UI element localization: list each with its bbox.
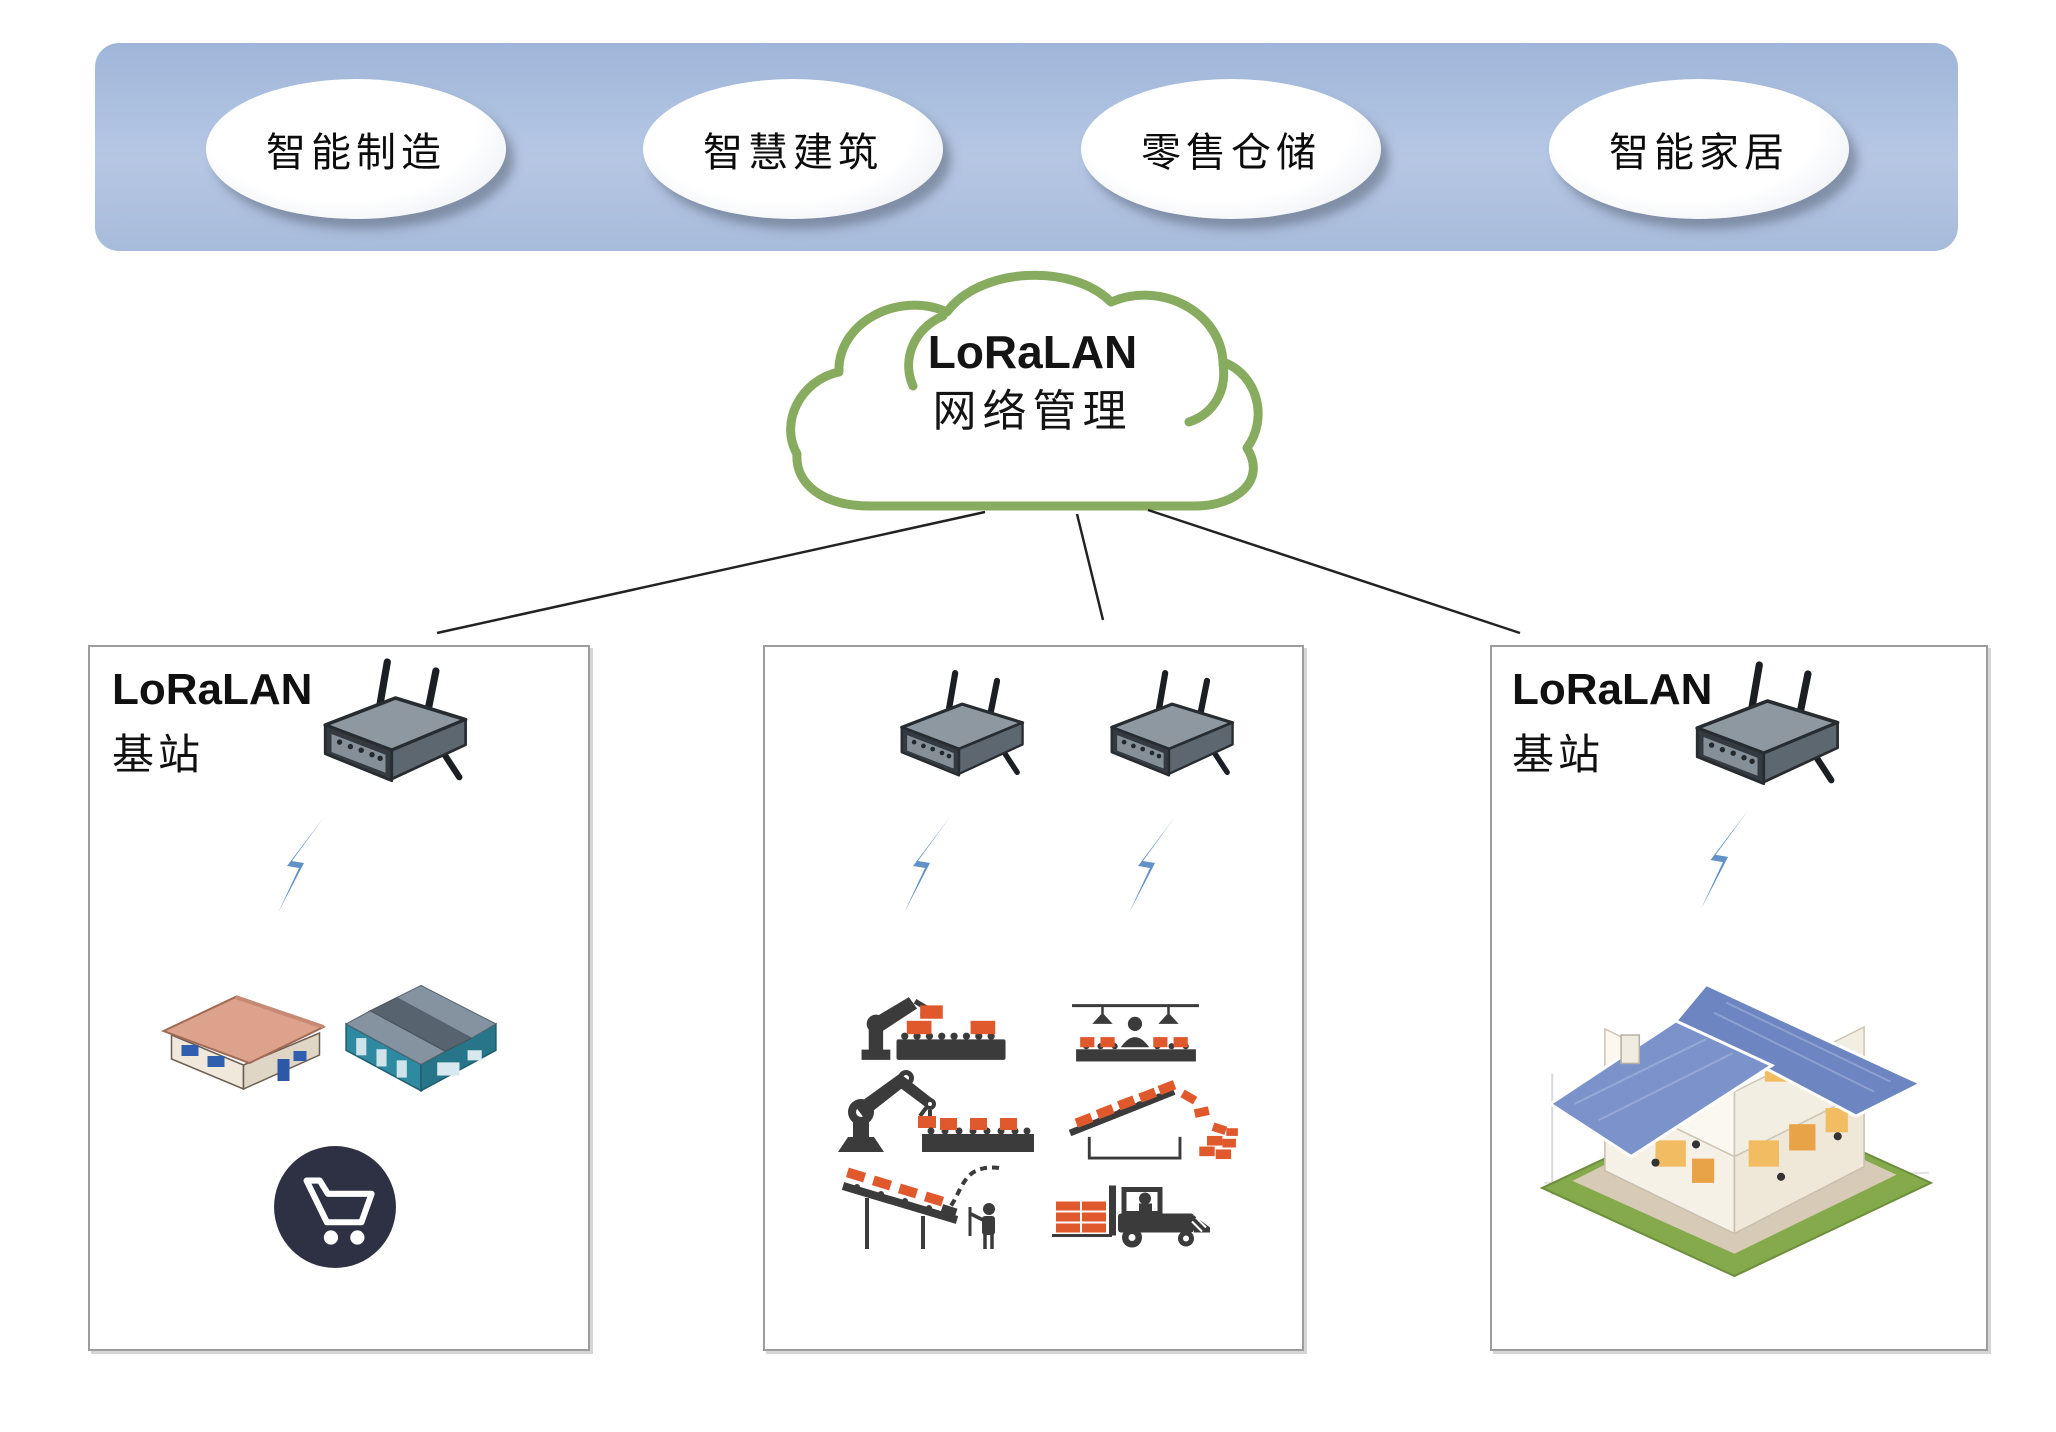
gateway-router-icon xyxy=(1110,670,1235,777)
cloud-label: LoRaLAN 网络管理 xyxy=(900,326,1165,437)
gateway-router-icon xyxy=(323,658,468,783)
cloud-outline-icon xyxy=(786,270,1263,511)
zone-title-line2: 基站 xyxy=(112,731,205,779)
incline-conveyor-dump-icon xyxy=(1068,1080,1238,1160)
house-icon xyxy=(160,995,327,1091)
bubble-label: 智慧建筑 xyxy=(703,131,883,175)
bubble-label: 智能制造 xyxy=(266,131,446,175)
use-case-bubble-retail: 零售仓储 xyxy=(1081,79,1381,219)
lightning-link-icon xyxy=(1701,809,1749,909)
zone-title: LoRaLAN 基站 xyxy=(112,661,312,783)
forklift-icon xyxy=(1052,1185,1210,1248)
smart-home-cutaway-icon xyxy=(1539,982,1934,1278)
bubble-label: 零售仓储 xyxy=(1141,131,1321,175)
use-case-bubble-manufacturing: 智能制造 xyxy=(206,79,506,219)
warehouse-icon xyxy=(345,984,497,1093)
shopping-cart-icon xyxy=(274,1146,396,1268)
assembly-worker-icon xyxy=(1072,1004,1199,1062)
zone-title: LoRaLAN 基站 xyxy=(1512,661,1712,783)
conveyor-operator-icon xyxy=(841,1165,1000,1249)
use-case-bubble-home: 智能家居 xyxy=(1549,79,1849,219)
zone-box-retail: LoRaLAN 基站 xyxy=(88,645,590,1351)
zone-title-line1: LoRaLAN xyxy=(112,665,313,714)
gateway-router-icon xyxy=(1695,661,1840,786)
zone-title-line2: 基站 xyxy=(1512,731,1605,779)
lightning-link-icon xyxy=(904,817,950,913)
cloud-label-line1: LoRaLAN xyxy=(927,326,1138,378)
lightning-link-icon xyxy=(1129,817,1175,913)
zone-box-home: LoRaLAN 基站 xyxy=(1490,645,1988,1351)
zone-box-factory xyxy=(763,645,1304,1351)
zone-title-line1: LoRaLAN xyxy=(1512,665,1713,714)
cloud-label-line2: 网络管理 xyxy=(932,386,1133,436)
use-case-bubble-building: 智慧建筑 xyxy=(643,79,943,219)
lightning-link-icon xyxy=(278,817,324,913)
robot-crane-conveyor-icon xyxy=(838,1070,1034,1152)
bubble-label: 智能家居 xyxy=(1609,131,1789,175)
application-banner: 智能制造 智慧建筑 零售仓储 智能家居 xyxy=(95,43,1958,251)
robot-arm-conveyor-icon xyxy=(861,997,1006,1060)
network-cloud xyxy=(775,262,1275,527)
gateway-router-icon xyxy=(900,670,1025,777)
